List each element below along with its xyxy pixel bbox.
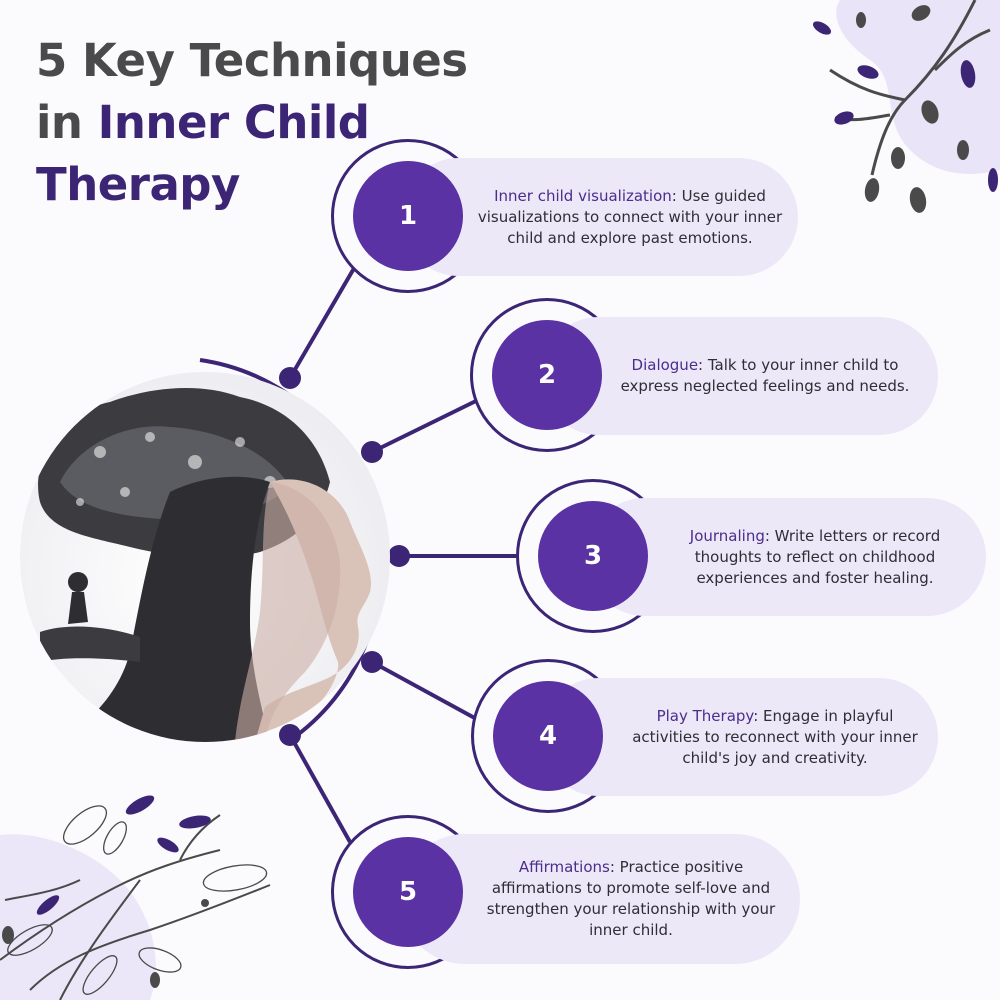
technique-card-3 — [586, 498, 986, 616]
technique-desc-1: : Use guided visualizations to connect w… — [477, 186, 783, 247]
technique-text-2: Dialogue: Talk to your inner child to ex… — [610, 317, 920, 435]
technique-text-5: Affirmations: Practice positive affirmat… — [476, 834, 786, 964]
number-badge-5: 5 — [353, 837, 463, 947]
leaf-branch-icon — [0, 814, 271, 1000]
technique-desc-4: : Engage in playful activities to reconn… — [632, 706, 918, 767]
technique-desc-3: : Write letters or record thoughts to re… — [694, 526, 941, 587]
number-badge-3: 3 — [538, 501, 648, 611]
number-badge-2: 2 — [492, 320, 602, 430]
technique-card-1 — [400, 158, 798, 276]
woman-tree-double-exposure-illustration — [20, 372, 390, 742]
technique-text-4: Play Therapy: Engage in playful activiti… — [630, 678, 920, 796]
number-badge-1: 1 — [353, 161, 463, 271]
title-line-2: in Inner Child — [36, 92, 468, 154]
technique-lead-5: Affirmations — [518, 858, 610, 876]
technique-lead-4: Play Therapy — [656, 706, 754, 725]
technique-lead-1: Inner child visualization — [494, 186, 672, 205]
title-line-1: 5 Key Techniques — [36, 34, 468, 87]
technique-card-2 — [540, 317, 938, 435]
technique-desc-2: : Talk to your inner child to express ne… — [620, 356, 910, 395]
technique-card-4 — [540, 678, 938, 796]
technique-lead-2: Dialogue — [631, 356, 699, 374]
technique-card-5 — [400, 834, 800, 964]
technique-desc-5: : Practice positive affirmations to prom… — [486, 858, 776, 939]
technique-text-3: Journaling: Write letters or record thou… — [660, 498, 970, 616]
bottom-left-blob — [0, 834, 156, 1000]
technique-lead-3: Journaling — [689, 526, 765, 545]
number-badge-4: 4 — [493, 681, 603, 791]
title-line-3: Therapy — [36, 158, 240, 211]
title-line-2-prefix: in — [36, 96, 98, 149]
technique-text-1: Inner child visualization: Use guided vi… — [470, 158, 790, 276]
page-title: 5 Key Techniques in Inner Child Therapy — [36, 30, 468, 216]
title-highlight: Inner Child — [97, 96, 370, 149]
